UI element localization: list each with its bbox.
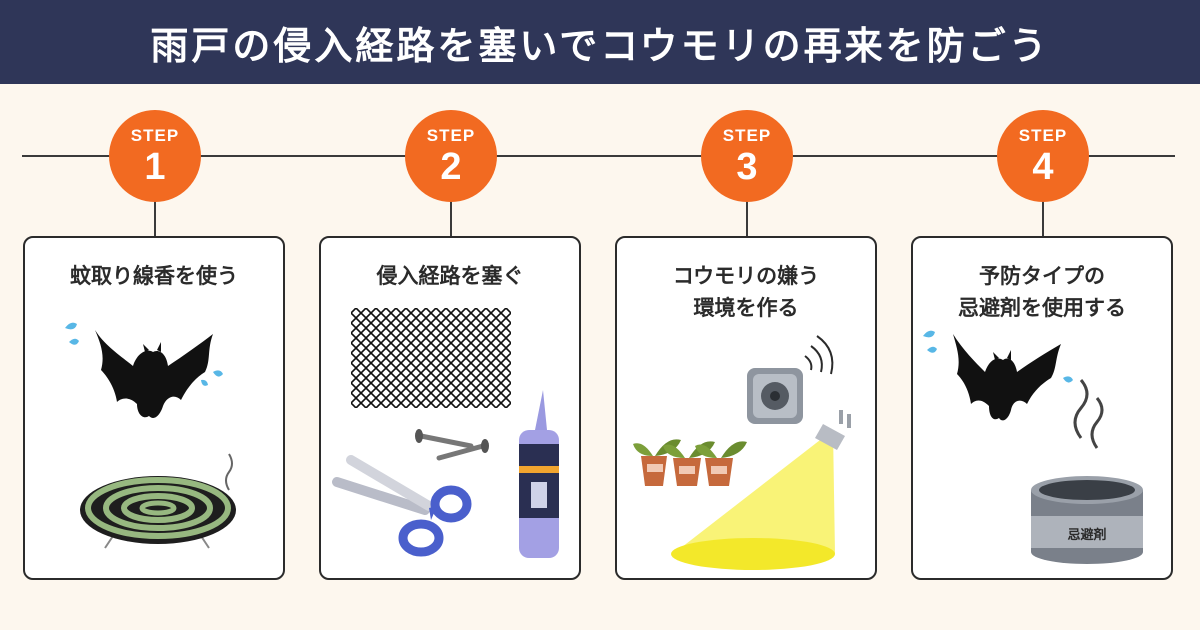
step-badge-3: STEP 3 bbox=[701, 110, 793, 202]
step-badge-1: STEP 1 bbox=[109, 110, 201, 202]
header-banner: 雨戸の侵入経路を塞いでコウモリの再来を防ごう bbox=[0, 0, 1200, 84]
step-label: STEP bbox=[130, 126, 180, 145]
step-card-1: 蚊取り線香を使う bbox=[23, 236, 285, 580]
repellent-can-icon bbox=[1031, 379, 1143, 564]
mosquito-coil-icon bbox=[80, 453, 236, 549]
sweat-drop-icon bbox=[65, 322, 223, 386]
step-title: コウモリの嫌う 環境を作る bbox=[672, 264, 820, 320]
sweat-drop-icon bbox=[923, 330, 1073, 383]
repellent-can-label: 忌避剤 bbox=[1067, 528, 1107, 543]
bat-icon bbox=[95, 330, 213, 418]
step-card-2: 侵入経路を塞ぐ bbox=[319, 236, 581, 580]
step-card-3: コウモリの嫌う 環境を作る bbox=[615, 236, 877, 580]
step-number: 1 bbox=[144, 146, 166, 188]
page-title: 雨戸の侵入経路を塞いでコウモリの再来を防ごう bbox=[150, 23, 1050, 68]
step-number: 4 bbox=[1032, 146, 1054, 188]
step-title: 侵入経路を塞ぐ bbox=[376, 264, 524, 288]
light-beam-icon bbox=[671, 410, 851, 570]
connector-line bbox=[154, 200, 156, 237]
timeline-line bbox=[22, 155, 1175, 157]
caulk-tube-icon bbox=[519, 390, 559, 558]
step-number: 3 bbox=[736, 146, 758, 188]
scissors-icon bbox=[332, 455, 472, 557]
plant-pot-icon bbox=[633, 439, 747, 486]
step-title: 蚊取り線香を使う bbox=[70, 264, 238, 288]
step-number: 2 bbox=[440, 146, 462, 188]
step-label: STEP bbox=[722, 126, 772, 145]
step-card-4: 忌避剤 予防タイプの 忌避剤を使用する bbox=[911, 236, 1173, 580]
card-illustration bbox=[332, 308, 559, 558]
wire-mesh-icon bbox=[351, 308, 511, 408]
card-illustration bbox=[65, 322, 236, 549]
ultrasonic-device-icon bbox=[747, 335, 834, 424]
card-illustration bbox=[633, 335, 851, 570]
step-badge-2: STEP 2 bbox=[405, 110, 497, 202]
card-illustration bbox=[923, 330, 1143, 564]
connector-line bbox=[1042, 200, 1044, 237]
step-title: 予防タイプの 忌避剤を使用する bbox=[958, 264, 1126, 320]
bat-icon bbox=[953, 334, 1061, 421]
step-badge-4: STEP 4 bbox=[997, 110, 1089, 202]
connector-line bbox=[746, 200, 748, 237]
step-label: STEP bbox=[426, 126, 476, 145]
connector-line bbox=[450, 200, 452, 237]
nail-icon bbox=[415, 429, 489, 461]
step-label: STEP bbox=[1018, 126, 1068, 145]
